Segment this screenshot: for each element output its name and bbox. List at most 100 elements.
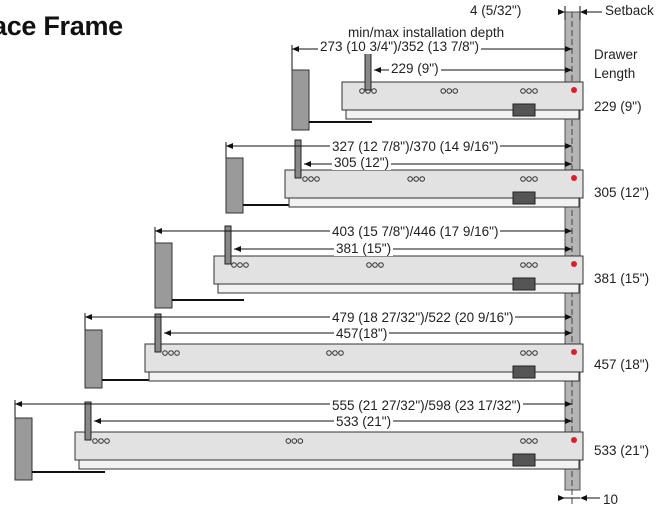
- mounting-hole: [446, 88, 453, 94]
- locking-device: [512, 191, 536, 205]
- mounting-hole: [520, 88, 526, 94]
- install-depth-arrow: [565, 228, 572, 234]
- install-depth-arrow: [15, 401, 22, 407]
- setback-arrow: [558, 9, 565, 15]
- red-marker: [571, 87, 577, 93]
- mounting-hole: [302, 176, 308, 182]
- mounting-hole: [314, 176, 320, 182]
- mounting-hole: [520, 262, 526, 268]
- setback-label: Setback: [605, 3, 654, 18]
- install-depth-arrow: [85, 314, 92, 320]
- mounting-hole: [520, 176, 526, 182]
- install-depth-label: 479 (18 27/32")/522 (20 9/16"): [330, 310, 516, 325]
- mounting-hole: [326, 350, 332, 356]
- mounting-hole: [98, 438, 104, 444]
- install-depth-label: 555 (21 27/32")/598 (23 17/32"): [330, 398, 523, 413]
- drawer-length-heading-line2: Length: [594, 66, 636, 81]
- slide-rail-lower: [148, 371, 580, 382]
- front-bracket: [154, 313, 162, 353]
- mounting-hole: [532, 438, 538, 444]
- drawer-front: [84, 329, 103, 389]
- slide-rail: [284, 169, 584, 199]
- red-marker: [571, 349, 577, 355]
- drawer-length-heading-line1: Drawer: [594, 47, 638, 62]
- slide-rail-lower: [78, 459, 580, 470]
- locking-device: [512, 103, 536, 117]
- length-dim-arrow: [565, 330, 572, 336]
- install-depth-arrow: [565, 46, 572, 52]
- mounting-hole: [526, 350, 532, 356]
- bottom-dim-arrow: [558, 495, 565, 501]
- install-depth-label: 327 (12 7/8")/370 (14 9/16"): [330, 139, 501, 154]
- front-bracket: [294, 139, 302, 179]
- install-depth-arrow: [565, 314, 572, 320]
- page-title: ace Frame: [0, 11, 123, 41]
- drawer-front: [291, 69, 310, 131]
- slide-rail: [144, 343, 584, 373]
- length-dim-arrow: [565, 246, 572, 252]
- length-dim-arrow: [565, 418, 572, 424]
- drawer-length-label: 381 (15"): [594, 271, 650, 286]
- length-dimension-label: 381 (15"): [334, 241, 394, 256]
- locking-device: [512, 453, 536, 467]
- slide-rail: [74, 431, 584, 461]
- length-dim-arrow: [94, 418, 101, 424]
- mounting-hole: [532, 88, 538, 94]
- install-depth-arrow: [292, 46, 299, 52]
- setback-dimension: 4 (5/32"): [470, 3, 522, 18]
- length-dimension-label: 305 (12"): [332, 155, 392, 170]
- mounting-hole: [174, 350, 180, 356]
- red-marker: [571, 261, 577, 267]
- mounting-hole: [359, 88, 365, 94]
- front-bracket: [84, 401, 92, 441]
- mounting-hole: [92, 438, 98, 444]
- mounting-hole: [413, 176, 419, 182]
- mounting-hole: [526, 262, 532, 268]
- install-depth-arrow: [565, 401, 572, 407]
- mounting-hole: [168, 350, 174, 356]
- drawer-front: [14, 417, 33, 481]
- install-depth-arrow: [226, 143, 233, 149]
- mounting-hole: [371, 88, 377, 94]
- length-dim-arrow: [565, 161, 572, 167]
- mounting-hole: [243, 262, 249, 268]
- length-dimension-label: 533 (21"): [334, 414, 394, 429]
- length-dim-arrow: [374, 67, 381, 73]
- mounting-hole: [520, 350, 526, 356]
- installation-depth-heading: min/max installation depth: [348, 25, 505, 40]
- front-bracket: [224, 225, 232, 265]
- mounting-hole: [308, 176, 314, 182]
- mounting-hole: [419, 176, 425, 182]
- mounting-hole: [378, 262, 384, 268]
- length-dim-arrow: [304, 161, 311, 167]
- mounting-hole: [520, 438, 526, 444]
- setback-arrow: [580, 9, 587, 15]
- bottom-dimension: 10: [603, 492, 619, 507]
- locking-device: [512, 365, 536, 379]
- mounting-hole: [285, 438, 292, 444]
- mounting-hole: [440, 88, 447, 94]
- front-bracket: [364, 51, 372, 91]
- drawer-length-label: 229 (9"): [594, 99, 642, 114]
- length-dim-arrow: [164, 330, 171, 336]
- mounting-hole: [332, 350, 338, 356]
- drawer-length-label: 457 (18"): [594, 357, 650, 372]
- mounting-hole: [526, 438, 532, 444]
- red-marker: [571, 437, 577, 443]
- mounting-hole: [372, 262, 378, 268]
- mounting-hole: [162, 350, 168, 356]
- slide-rail-lower: [217, 283, 580, 294]
- install-depth-label: 273 (10 3/4")/352 (13 7/8"): [318, 39, 481, 54]
- slide-rail: [341, 81, 584, 111]
- mounting-hole: [366, 262, 372, 268]
- mounting-hole: [291, 438, 298, 444]
- length-dimension-label: 229 (9"): [389, 61, 441, 76]
- mounting-hole: [297, 438, 304, 444]
- mounting-hole: [532, 176, 538, 182]
- drawer-length-label: 533 (21"): [594, 443, 650, 458]
- mounting-hole: [532, 262, 538, 268]
- length-dim-arrow: [234, 246, 241, 252]
- mounting-hole: [452, 88, 459, 94]
